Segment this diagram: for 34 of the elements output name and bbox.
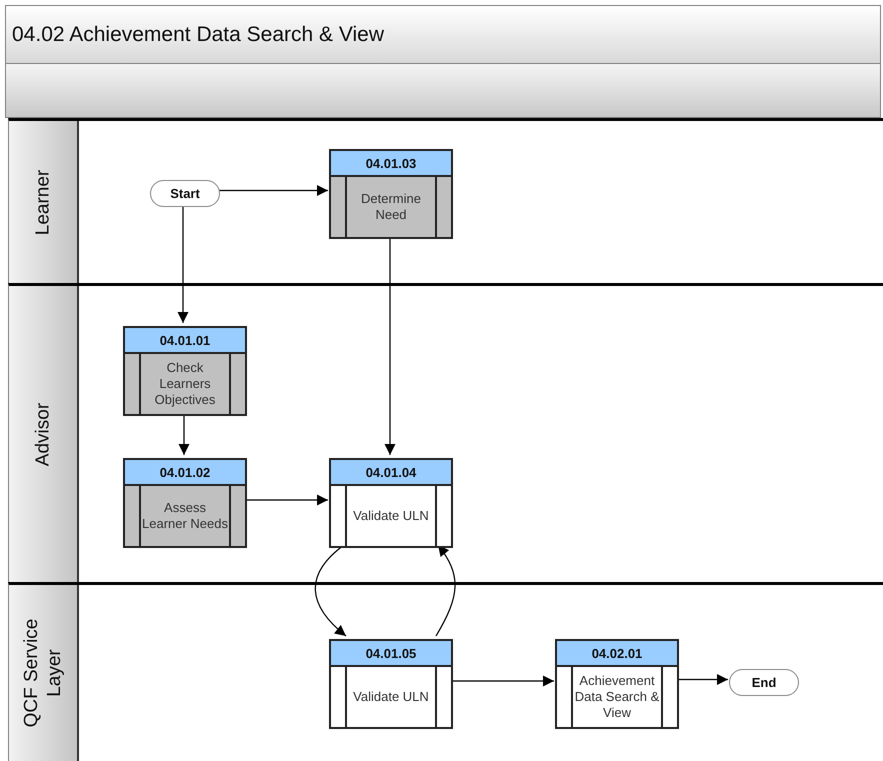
process-label: Check Learners Objectives — [154, 360, 216, 408]
subprocess-box — [123, 458, 247, 548]
subprocess-box — [123, 326, 247, 416]
process-label: Validate ULN — [352, 508, 430, 524]
process-label: Achievement Data Search & View — [574, 673, 660, 721]
subprocess-box — [329, 149, 453, 239]
process-label: Determine Need — [360, 191, 422, 223]
swimlane — [8, 283, 883, 582]
terminal-node: Start — [150, 180, 220, 207]
lane-label: Learner — [32, 168, 54, 237]
subprocess-box — [555, 639, 679, 729]
arrow — [246, 494, 328, 506]
subprocess-box — [329, 639, 453, 729]
swimlane — [8, 582, 883, 761]
arrow — [178, 413, 190, 455]
subprocess-box — [329, 458, 453, 548]
arrow — [219, 185, 328, 196]
process-label: Validate ULN — [352, 689, 430, 705]
arrow — [384, 236, 396, 455]
process-id: 04.01.05 — [331, 641, 451, 667]
arrow — [452, 676, 554, 686]
arrow — [678, 674, 728, 685]
lane-label: QCF Service Layer — [20, 618, 66, 730]
process-id: 04.02.01 — [557, 641, 677, 667]
swimlane — [8, 118, 883, 283]
process-id: 04.01.02 — [125, 460, 245, 486]
lane-label: Advisor — [32, 401, 54, 468]
process-id: 04.01.03 — [331, 151, 451, 177]
process-id: 04.01.01 — [125, 328, 245, 354]
title: 04.02 Achievement Data Search & View — [12, 22, 384, 46]
arrow — [178, 204, 188, 323]
process-id: 04.01.04 — [331, 460, 451, 486]
terminal-node: End — [729, 669, 799, 696]
process-label: Assess Learner Needs — [141, 500, 229, 532]
